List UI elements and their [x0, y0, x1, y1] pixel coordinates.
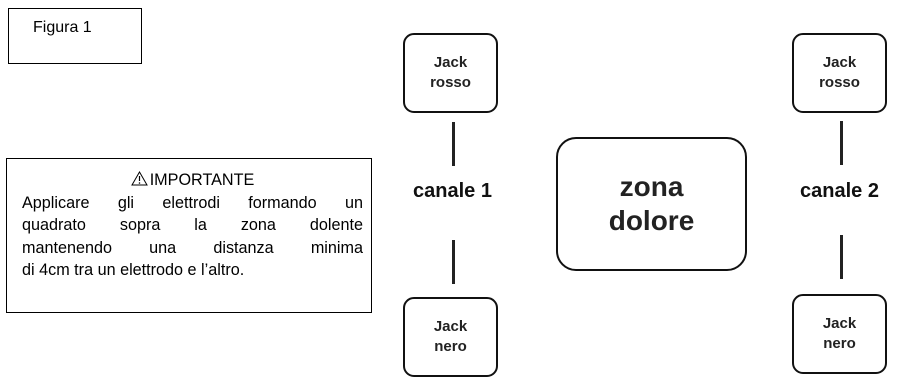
channel2-top-connector [840, 121, 843, 165]
channel1-top-connector [452, 122, 455, 166]
channel2-label: canale 2 [800, 180, 879, 202]
note-line-4: di 4cm tra un elettrodo e l’altro. [22, 261, 245, 279]
jack-color-label: rosso [430, 74, 471, 91]
channel2-black-jack: Jack nero [792, 294, 887, 374]
channel1-black-jack: Jack nero [403, 297, 498, 377]
channel2-red-jack: Jack rosso [792, 33, 887, 113]
warning-triangle-icon [130, 169, 148, 192]
figure-label-box: Figura 1 [8, 8, 142, 64]
jack-color-label: nero [823, 335, 856, 352]
note-line-1: Applicare gli elettrodi formando un [22, 193, 363, 212]
jack-color-label: rosso [819, 74, 860, 91]
channel1-label: canale 1 [413, 180, 492, 202]
jack-label: Jack [822, 54, 857, 71]
jack-label: Jack [433, 54, 468, 71]
jack-color-label: nero [434, 338, 467, 355]
figure-label: Figura 1 [33, 19, 92, 36]
jack-label: Jack [433, 318, 468, 335]
channel2-bottom-connector [840, 235, 843, 279]
pain-zone-label-line2: dolore [608, 205, 695, 236]
pain-zone-box: zona dolore [556, 137, 747, 271]
note-title: IMPORTANTE [149, 171, 255, 189]
note-title-row: IMPORTANTE [22, 169, 363, 192]
note-line-2: quadrato sopra la zona dolente [22, 216, 363, 234]
important-note: IMPORTANTE Applicare gli elettrodi forma… [6, 158, 372, 313]
channel1-bottom-connector [452, 240, 455, 284]
pain-zone-label-line1: zona [619, 171, 684, 202]
jack-label: Jack [822, 315, 857, 332]
note-line-3: mantenendo una distanza minima [22, 238, 363, 257]
channel1-red-jack: Jack rosso [403, 33, 498, 113]
